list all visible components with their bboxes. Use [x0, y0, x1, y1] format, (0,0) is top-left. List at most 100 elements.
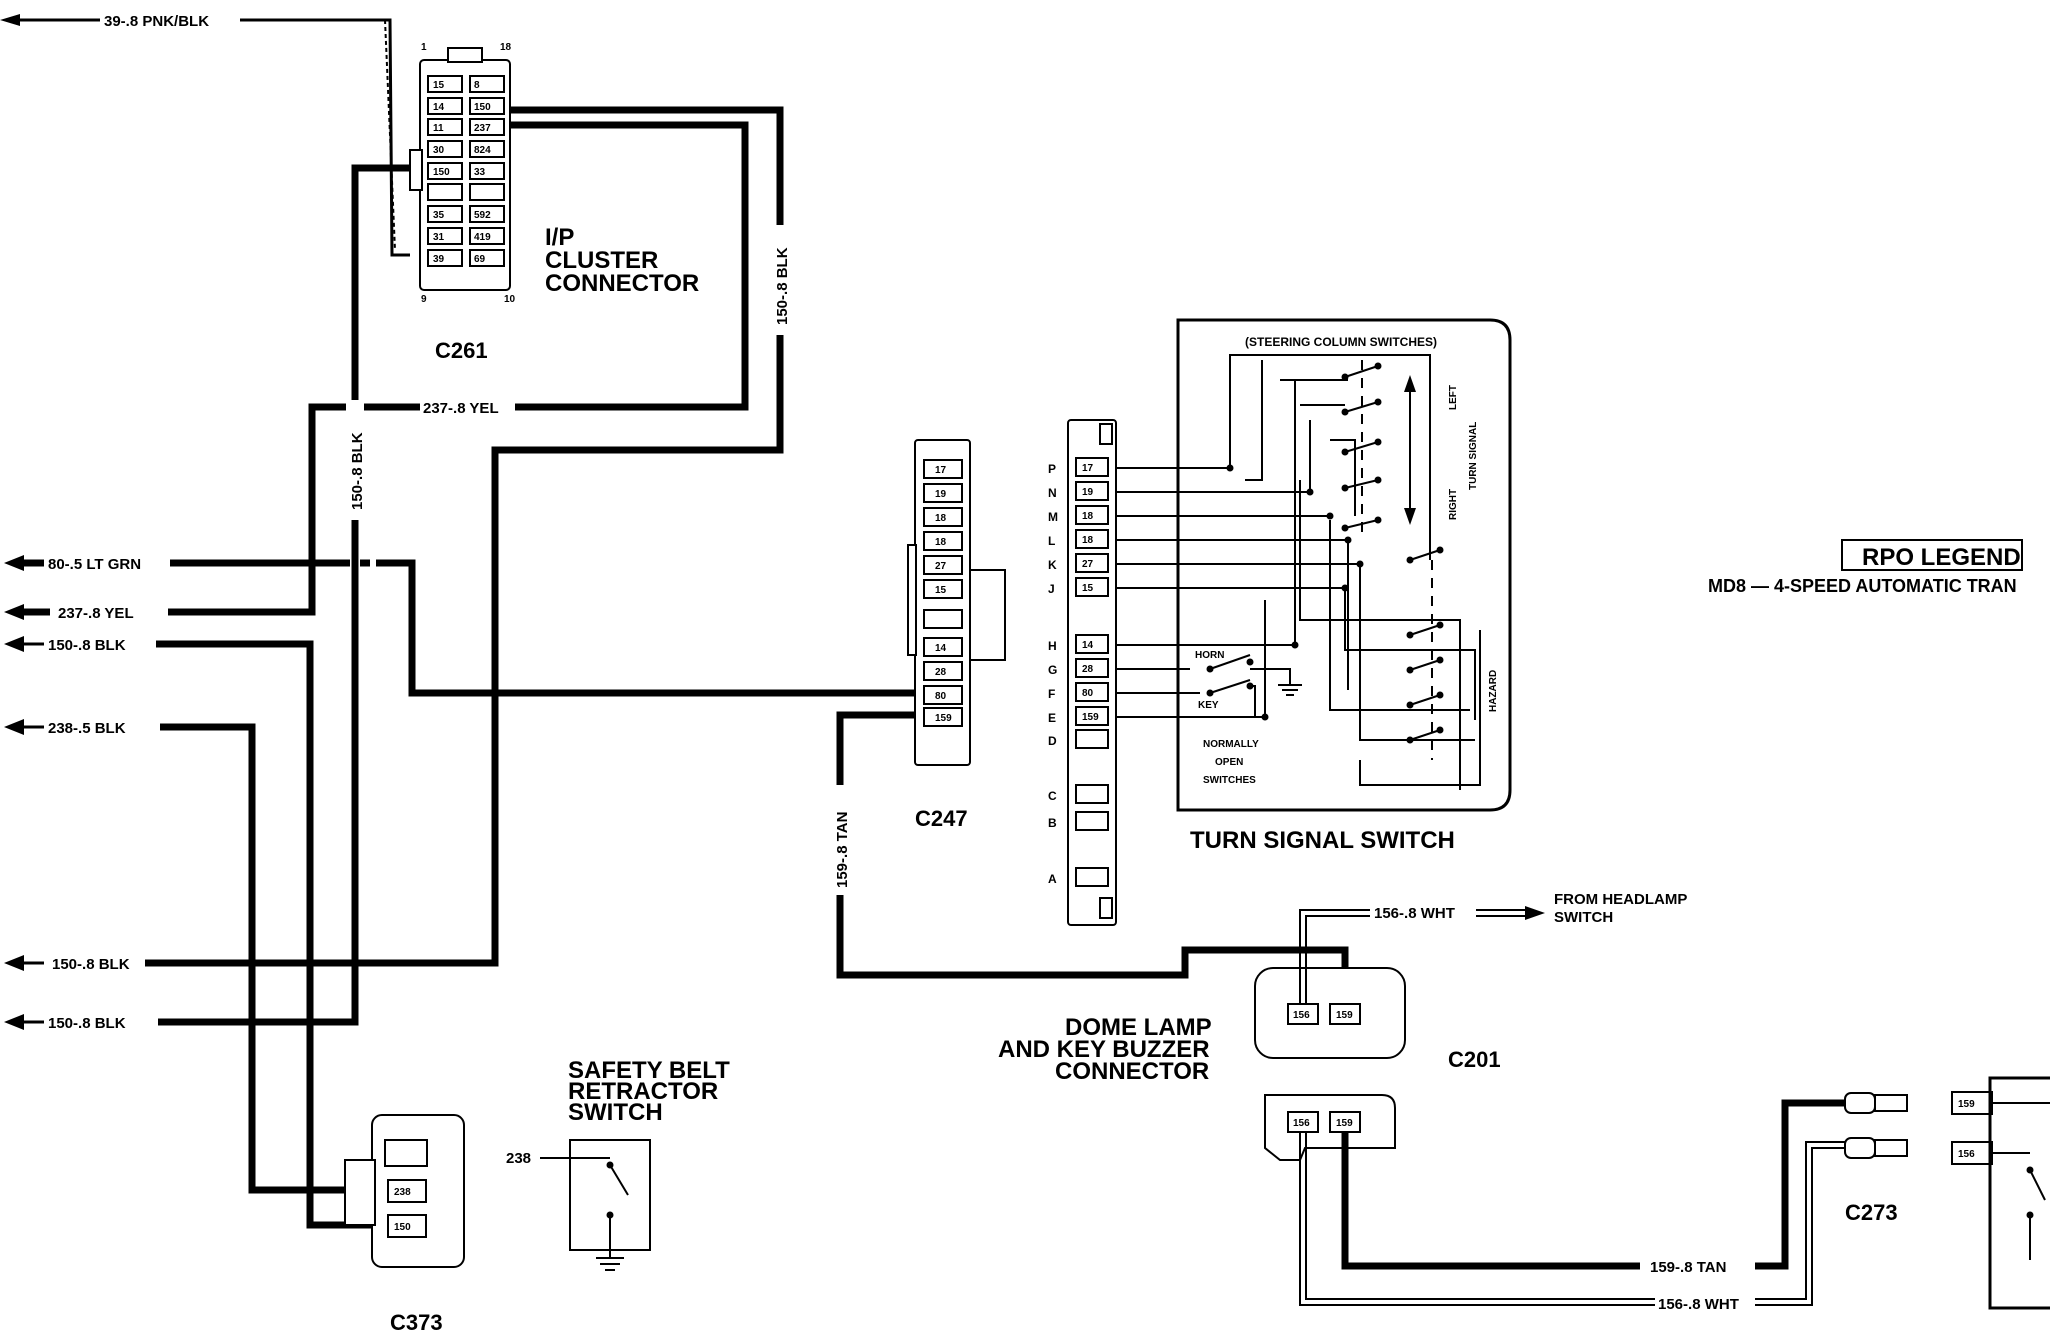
tss-pin-label: 19	[1082, 487, 1094, 498]
c247-pin-label: 17	[935, 465, 947, 476]
tss-pin-box	[1075, 867, 1109, 887]
tss-pin-label: 159	[1082, 712, 1099, 723]
svg-text:CONNECTOR: CONNECTOR	[1055, 1058, 1209, 1085]
c247-pin	[923, 555, 963, 575]
c247-pin	[923, 579, 963, 599]
c261-pin-left-label: 35	[433, 210, 445, 221]
c261-pin-left	[427, 97, 463, 115]
seatbelt-switch: SAFETY BELT RETRACTOR SWITCH 238	[506, 1057, 730, 1271]
wire-150c-label: 150-.8 BLK	[48, 1015, 126, 1032]
c261-pin-right	[469, 75, 505, 93]
c247-pin-label: 28	[935, 667, 947, 678]
tss-pin-label: 18	[1082, 511, 1094, 522]
tss-pin-letter: G	[1048, 663, 1057, 677]
c247-pin	[923, 609, 963, 629]
c247-pin	[923, 483, 963, 503]
svg-text:156: 156	[1293, 1118, 1310, 1129]
tss-pin-letter: F	[1048, 687, 1055, 701]
c261-pin-left-label: 31	[433, 232, 445, 243]
svg-text:SWITCH: SWITCH	[1554, 909, 1613, 926]
wire-156-wht: 156-.8 WHT FROM HEADLAMP SWITCH	[1299, 891, 1687, 1004]
c261-pin-left	[427, 183, 463, 201]
tss-pin-label: 27	[1082, 559, 1094, 570]
c261-pin-right-label: 150	[474, 102, 491, 113]
c261-pin-left-label: 39	[433, 254, 445, 265]
c261-pin-right-label: 8	[474, 80, 480, 91]
tss-pin-letter: B	[1048, 816, 1057, 830]
c261-pin-left	[427, 249, 463, 267]
c247-id: C247	[915, 806, 968, 831]
svg-text:18: 18	[500, 42, 512, 53]
c247-pin-label: 80	[935, 691, 947, 702]
rpo-title: RPO LEGEND	[1862, 544, 2021, 571]
wire-156-label: 156-.8 WHT	[1374, 905, 1455, 922]
c247-pin	[923, 531, 963, 551]
c261-pin-right	[469, 97, 505, 115]
wire-159-tan-label: 159-.8 TAN	[834, 812, 851, 888]
wire-159-tan: 159-.8 TAN	[831, 711, 1349, 1005]
c261-pin-right	[469, 162, 505, 180]
tss-pin-label: 15	[1082, 583, 1094, 594]
wire-159-label-2: 159-.8 TAN	[1650, 1259, 1726, 1276]
c261-pin-right-label: 69	[474, 254, 486, 265]
c261-pin-left	[427, 227, 463, 245]
tss-pin-letter: H	[1048, 639, 1057, 653]
c373-id: C373	[390, 1310, 443, 1335]
c261-pin-left-label: 15	[433, 80, 445, 91]
c261-pin-right-label: 824	[474, 145, 491, 156]
tss-pin-letter: P	[1048, 462, 1056, 476]
c261-pin-right-label: 592	[474, 210, 491, 221]
svg-text:159: 159	[1336, 1010, 1353, 1021]
wire-238-label: 238-.5 BLK	[48, 720, 126, 737]
tss-pin-box	[1075, 481, 1109, 501]
tss-title: TURN SIGNAL SWITCH	[1190, 827, 1455, 854]
svg-text:156: 156	[1293, 1010, 1310, 1021]
wire-238-seatbelt-label: 238	[506, 1150, 531, 1167]
wire-156-label-2: 156-.8 WHT	[1658, 1296, 1739, 1313]
c261-pin-right	[469, 140, 505, 158]
svg-text:1: 1	[421, 42, 427, 53]
c261-pin-left-label: 11	[433, 123, 444, 134]
c261-pin-left	[427, 205, 463, 223]
tss-pin-box	[1075, 658, 1109, 678]
c247-pin	[923, 459, 963, 479]
svg-text:HAZARD: HAZARD	[1488, 670, 1499, 712]
svg-text:FROM HEADLAMP: FROM HEADLAMP	[1554, 891, 1687, 908]
c247-pin	[923, 507, 963, 527]
c247-pin	[923, 707, 963, 727]
svg-text:CONNECTOR: CONNECTOR	[545, 270, 699, 297]
tss-pin-box	[1075, 634, 1109, 654]
c261-pin-right-label: 33	[474, 167, 486, 178]
c247-pin	[923, 661, 963, 681]
wire-80-label: 80-.5 LT GRN	[48, 556, 141, 573]
svg-text:SAFETY BELT: SAFETY BELT	[568, 1057, 730, 1084]
tss-pin-label: 14	[1082, 640, 1094, 651]
svg-text:LEFT: LEFT	[1448, 385, 1459, 410]
svg-text:SWITCHES: SWITCHES	[1203, 775, 1256, 786]
c247-pin-label: 159	[935, 713, 952, 724]
c247-pin	[923, 685, 963, 705]
c247-pin	[923, 637, 963, 657]
left-wire-stubs: 39-.8 PNK/BLK 80-.5 LT GRN 237-.8 YEL 23…	[0, 13, 915, 1229]
wire-150-vertical-label-2: 150-.8 BLK	[774, 247, 791, 325]
wire-39-label: 39-.8 PNK/BLK	[104, 13, 209, 30]
wire-237-inline-label: 237-.8 YEL	[423, 400, 499, 417]
c261-pin-left	[427, 75, 463, 93]
c261-pin-right	[469, 227, 505, 245]
c261-pin-right	[469, 205, 505, 223]
c201-title: DOME LAMP AND KEY BUZZER CONNECTOR C201	[998, 1014, 1501, 1085]
c261-pin-left-label: 14	[433, 102, 445, 113]
c273-id: C273	[1845, 1200, 1898, 1225]
wire-150b-label: 150-.8 BLK	[52, 956, 130, 973]
tss-pin-letter: C	[1048, 789, 1057, 803]
c261-pin-left	[427, 140, 463, 158]
svg-text:OPEN: OPEN	[1215, 757, 1243, 768]
tss-pin-box	[1075, 553, 1109, 573]
tss-pin-letter: A	[1048, 872, 1057, 886]
c261-pin-left	[427, 162, 463, 180]
svg-text:AND KEY BUZZER: AND KEY BUZZER	[998, 1036, 1210, 1063]
